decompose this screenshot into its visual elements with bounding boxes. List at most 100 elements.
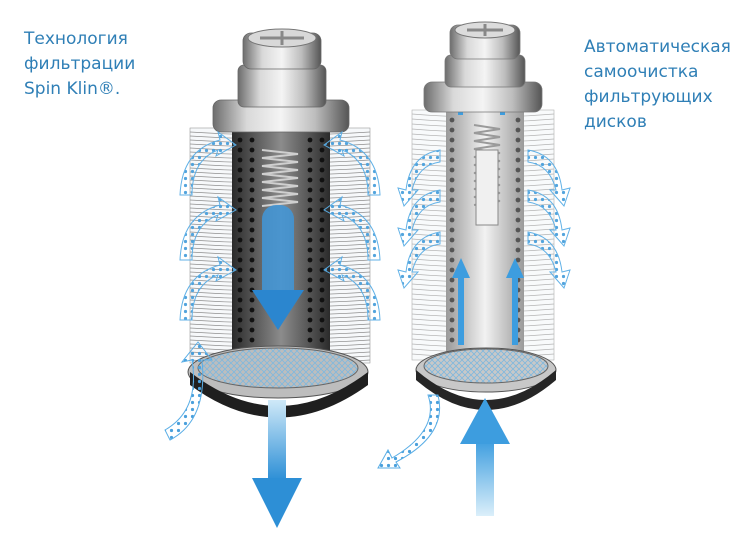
- core-hole: [249, 207, 255, 213]
- core-hole: [449, 277, 455, 283]
- core-hole: [249, 267, 255, 273]
- core-holes-right: [449, 117, 521, 343]
- inflow-arrows-left: [179, 130, 381, 321]
- core-hole: [249, 197, 255, 203]
- entry-arrow-left: [164, 341, 214, 441]
- core-hole: [237, 157, 243, 163]
- core-hole: [449, 227, 455, 233]
- outflow-down-arrow: [252, 400, 302, 528]
- core-hole: [237, 297, 243, 303]
- core-hole: [307, 247, 313, 253]
- core-hole: [449, 287, 455, 293]
- core-hole: [319, 167, 325, 173]
- core-hole: [319, 307, 325, 313]
- core-hole: [449, 197, 455, 203]
- caption-filtration-technology: Технология фильтрации Spin Klin®.: [24, 29, 136, 99]
- core-hole: [515, 137, 521, 143]
- core-hole: [449, 127, 455, 133]
- core-hole: [307, 217, 313, 223]
- core-hole: [319, 147, 325, 153]
- core-hole: [249, 227, 255, 233]
- core-hole: [449, 207, 455, 213]
- core-hole: [237, 257, 243, 263]
- core-hole: [249, 257, 255, 263]
- base-left: [187, 345, 369, 418]
- core-hole: [319, 157, 325, 163]
- core-hole: [307, 187, 313, 193]
- core-hole: [237, 307, 243, 313]
- core-hole: [307, 147, 313, 153]
- core-hole: [307, 307, 313, 313]
- core-hole: [237, 267, 243, 273]
- core-hole: [449, 317, 455, 323]
- spring-coil: [261, 149, 299, 207]
- core-hole: [449, 187, 455, 193]
- flow-arrow: [397, 149, 441, 207]
- flow-arrow: [179, 255, 237, 321]
- core-hole: [307, 137, 313, 143]
- core-hole: [249, 137, 255, 143]
- core-hole: [449, 247, 455, 253]
- central-flow-head-left: [252, 290, 304, 330]
- core-hole: [319, 187, 325, 193]
- cap-right: [423, 21, 543, 113]
- flow-arrow: [323, 195, 381, 261]
- flow-arrow: [179, 195, 237, 261]
- core-hole: [319, 207, 325, 213]
- flow-arrow: [397, 231, 441, 289]
- core-hole: [319, 197, 325, 203]
- core-hole: [237, 287, 243, 293]
- core-hole: [249, 317, 255, 323]
- caption-self-cleaning: Автоматическая самоочистка фильтрующих д…: [584, 37, 731, 132]
- core-hole: [237, 337, 243, 343]
- core-hole: [307, 227, 313, 233]
- core-hole: [249, 247, 255, 253]
- core-hole: [307, 237, 313, 243]
- flow-arrow: [527, 231, 571, 289]
- backflush-arrows-right: [397, 149, 571, 289]
- core-hole: [449, 147, 455, 153]
- core-hole: [249, 307, 255, 313]
- core-hole: [237, 317, 243, 323]
- central-flow-left: [262, 205, 294, 315]
- core-hole: [237, 247, 243, 253]
- core-hole: [319, 217, 325, 223]
- core-hole: [307, 197, 313, 203]
- core-hole: [307, 177, 313, 183]
- core-hole: [307, 157, 313, 163]
- core-hole: [249, 327, 255, 333]
- core-hole: [319, 287, 325, 293]
- core-hole: [319, 227, 325, 233]
- core-hole: [237, 197, 243, 203]
- core-hole: [307, 297, 313, 303]
- filter-left-spin-klin: [164, 28, 381, 528]
- core-hole: [515, 167, 521, 173]
- core-hole: [249, 297, 255, 303]
- core-hole: [449, 177, 455, 183]
- core-hole: [319, 337, 325, 343]
- piston-right: [475, 149, 499, 226]
- core-hole: [515, 247, 521, 253]
- core-hole: [249, 177, 255, 183]
- core-hole: [449, 157, 455, 163]
- core-hole: [237, 327, 243, 333]
- core-hole: [319, 237, 325, 243]
- core-holes-left: [237, 137, 325, 343]
- core-hole: [237, 177, 243, 183]
- core-hole: [307, 317, 313, 323]
- core-hole: [515, 217, 521, 223]
- core-hole: [515, 157, 521, 163]
- core-hole: [237, 137, 243, 143]
- core-hole: [237, 237, 243, 243]
- core-hole: [319, 137, 325, 143]
- core-hole: [307, 257, 313, 263]
- flow-arrow: [179, 130, 237, 196]
- core-hole: [515, 207, 521, 213]
- flow-arrow: [527, 149, 571, 207]
- core-hole: [449, 307, 455, 313]
- core-hole: [449, 337, 455, 343]
- core-hole: [319, 257, 325, 263]
- core-hole: [449, 257, 455, 263]
- core-hole: [449, 237, 455, 243]
